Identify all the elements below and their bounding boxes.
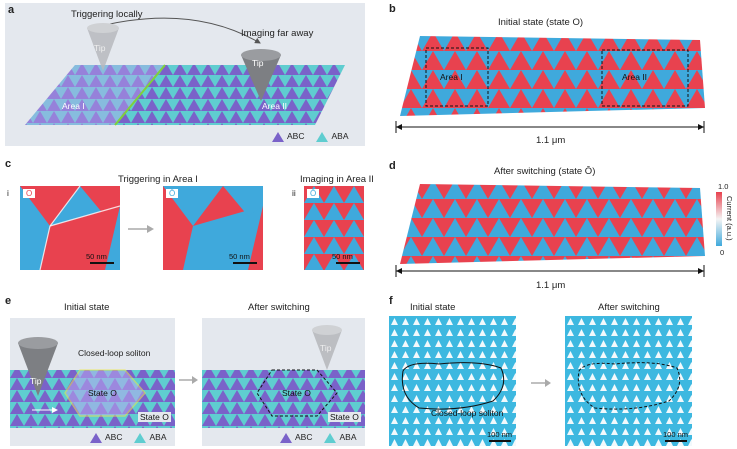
panel-d-map bbox=[400, 180, 710, 266]
scale-text-f1: 100 nm bbox=[487, 430, 513, 439]
abc-triangle-icon bbox=[90, 432, 102, 443]
tip-label-1: Tip bbox=[94, 43, 106, 53]
legend-abc-e2: ABC bbox=[280, 432, 312, 443]
soliton-label-f: Closed-loop soliton bbox=[431, 408, 504, 418]
panel-c-title-right: Imaging in Area II bbox=[300, 174, 374, 185]
legend-aba: ABA bbox=[316, 131, 349, 142]
panel-f-title-right: After switching bbox=[598, 302, 660, 313]
aba-triangle-icon bbox=[134, 432, 147, 443]
state-badge-2: Ō bbox=[166, 189, 179, 198]
legend-aba-e1: ABA bbox=[134, 432, 167, 443]
panel-b-scale-arrow bbox=[395, 121, 705, 133]
panel-f-image-2: 100 nm bbox=[565, 316, 692, 446]
panel-f-arrow bbox=[531, 379, 551, 387]
area-2-label: Area II bbox=[262, 101, 288, 111]
tip-label-e-right: Tip bbox=[320, 343, 332, 353]
panel-e-right: Tip State O State O ABC ABA bbox=[202, 318, 365, 446]
panel-b-map: Area I Area II bbox=[400, 32, 710, 118]
panel-d-title: After switching (state Ō) bbox=[494, 166, 596, 177]
panel-f-label: f bbox=[389, 295, 393, 307]
panel-c-arrow bbox=[128, 225, 154, 233]
state-inner-right: State O bbox=[282, 388, 311, 398]
panel-b-area2: Area II bbox=[622, 72, 648, 82]
scalebar-1 bbox=[90, 262, 114, 264]
panel-e-title-right: After switching bbox=[248, 302, 310, 313]
scalebar-f1 bbox=[489, 440, 511, 442]
panel-e-arrow bbox=[179, 376, 198, 384]
panel-d-scale-arrow bbox=[395, 265, 705, 277]
abc-triangle-icon bbox=[280, 432, 292, 443]
colorbar-max: 1.0 bbox=[718, 182, 729, 191]
imaging-text: Imaging far away bbox=[241, 28, 314, 39]
panel-b-scale: 1.1 μm bbox=[536, 135, 566, 146]
state-outer-left: State O bbox=[138, 412, 171, 422]
state-badge-3: Ō bbox=[307, 189, 320, 198]
tip-label-2: Tip bbox=[252, 58, 264, 68]
colorbar-label: Current (a.u.) bbox=[725, 196, 734, 241]
panel-e-legend-left: ABC ABA bbox=[90, 432, 167, 443]
aba-triangle-icon bbox=[324, 432, 337, 443]
panel-b-area1: Area I bbox=[440, 72, 463, 82]
legend-abc-e1: ABC bbox=[90, 432, 122, 443]
scalebar-2 bbox=[233, 262, 257, 264]
panel-d-scale: 1.1 μm bbox=[536, 280, 566, 291]
colorbar-min: 0 bbox=[720, 248, 725, 257]
colorbar bbox=[716, 192, 722, 246]
panel-e-title-left: Initial state bbox=[64, 302, 110, 313]
panel-c-image-3: Ō 50 nm bbox=[304, 186, 364, 270]
legend-abc: ABC bbox=[272, 131, 304, 142]
panel-c-image-1: O 50 nm bbox=[20, 186, 120, 270]
panel-a: a Triggering locally Imaging far away Ti… bbox=[5, 3, 365, 146]
scale-text-f2: 100 nm bbox=[663, 430, 689, 439]
panel-c-roman-i: i bbox=[7, 188, 9, 198]
panel-a-label: a bbox=[8, 4, 15, 16]
panel-e-legend-right: ABC ABA bbox=[280, 432, 357, 443]
panel-c-roman-ii: ii bbox=[292, 188, 296, 198]
scale-text-3: 50 nm bbox=[332, 252, 353, 261]
state-inner-left: State O bbox=[88, 388, 117, 398]
tip-label-e-left: Tip bbox=[30, 376, 42, 386]
trigger-text: Triggering locally bbox=[71, 9, 143, 20]
panel-c-title-left: Triggering in Area I bbox=[118, 174, 198, 185]
panel-c-image-2: Ō 50 nm bbox=[163, 186, 263, 270]
panel-e-left: Closed-loop soliton Tip State O State O … bbox=[10, 318, 175, 446]
panel-e-label: e bbox=[5, 295, 12, 307]
panel-b-title: Initial state (state O) bbox=[498, 17, 584, 28]
panel-f-title-left: Initial state bbox=[410, 302, 456, 313]
panel-d-label: d bbox=[389, 160, 396, 172]
scale-text-2: 50 nm bbox=[229, 252, 250, 261]
soliton-label-e: Closed-loop soliton bbox=[78, 348, 151, 358]
area-1-label: Area I bbox=[62, 101, 85, 111]
legend-aba-e2: ABA bbox=[324, 432, 357, 443]
panel-f-image-1: Closed-loop soliton 100 nm bbox=[389, 316, 516, 446]
panel-c-label: c bbox=[5, 158, 12, 170]
scalebar-f2 bbox=[665, 440, 687, 442]
scalebar-3 bbox=[336, 262, 360, 264]
scale-text-1: 50 nm bbox=[86, 252, 107, 261]
state-outer-right: State O bbox=[328, 412, 361, 422]
panel-b-label: b bbox=[389, 3, 396, 15]
panel-a-lattice bbox=[25, 17, 345, 126]
state-badge-1: O bbox=[23, 189, 36, 198]
aba-triangle-icon bbox=[316, 131, 329, 142]
panel-a-legend: ABC ABA bbox=[272, 131, 349, 142]
abc-triangle-icon bbox=[272, 131, 284, 142]
